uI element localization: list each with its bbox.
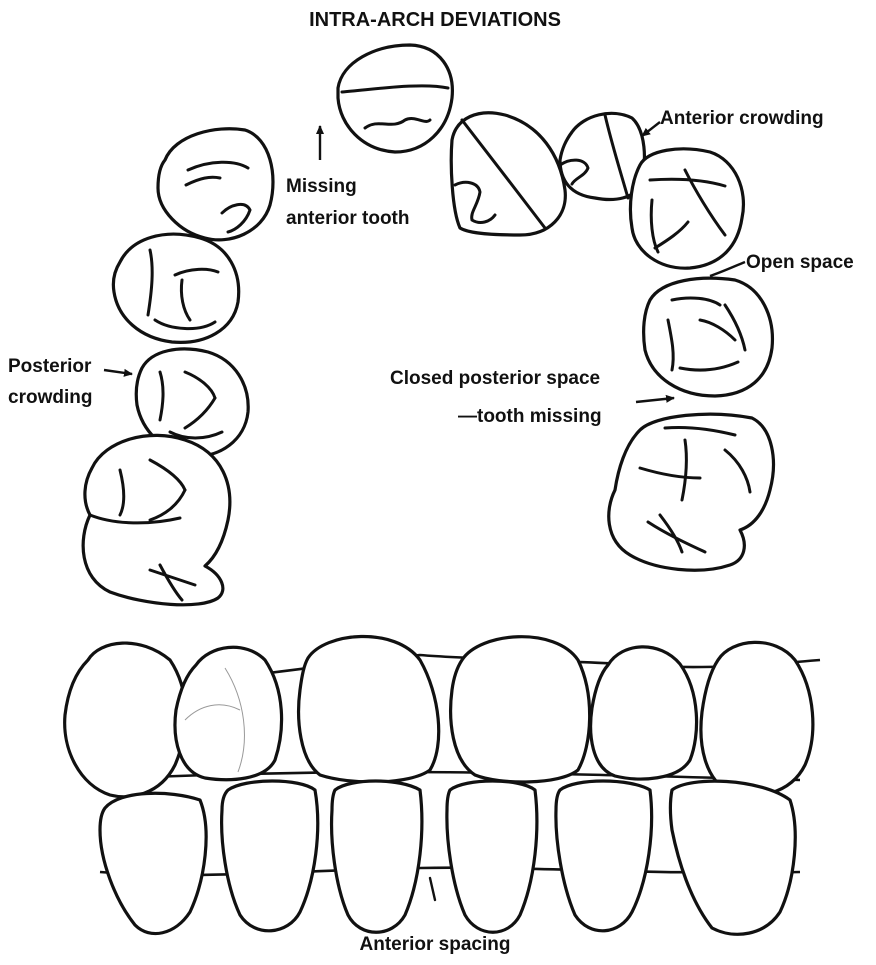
upper-tooth-6 [701,642,813,795]
anterior-crowding-annotation: Anterior crowding [642,108,824,136]
incisor-shifted [338,45,452,152]
upper-tooth-2 [175,647,282,779]
lower-tooth-2 [222,781,318,931]
open-space-label: Open space [746,252,854,273]
left-premolar-2 [113,234,238,342]
upper-central-1 [299,636,439,781]
diagram-title: INTRA-ARCH DEVIATIONS [309,9,561,31]
right-molar [609,414,774,570]
left-molar-2 [83,435,230,604]
closed-posterior-label-line1: Closed posterior space [390,368,600,389]
upper-tooth-5 [591,647,697,779]
open-space-annotation: Open space [710,252,854,276]
missing-anterior-label-line2: anterior tooth [286,208,410,229]
lower-tooth-4 [447,781,537,932]
posterior-crowding-annotation: Posterior crowding [8,356,132,408]
upper-central-2 [451,637,590,782]
posterior-crowding-label-line1: Posterior [8,356,92,377]
lower-tooth-5 [556,781,652,931]
anterior-crowding-label: Anterior crowding [660,108,824,129]
lower-tooth-6 [671,781,796,934]
central-incisor [451,113,565,235]
anterior-spacing-label: Anterior spacing [360,934,511,955]
posterior-crowding-label-line2: crowding [8,387,92,408]
left-premolar-1 [158,129,273,240]
missing-anterior-label-line1: Missing [286,176,357,197]
front-view-teeth [65,636,820,934]
closed-posterior-space-annotation: Closed posterior space —tooth missing [390,368,674,427]
closed-posterior-label-line2: —tooth missing [458,406,602,427]
right-premolar [644,278,773,396]
right-canine [630,149,743,268]
upper-tooth-1 [65,643,186,797]
lower-tooth-1 [100,793,206,933]
lower-tooth-3 [332,781,422,932]
